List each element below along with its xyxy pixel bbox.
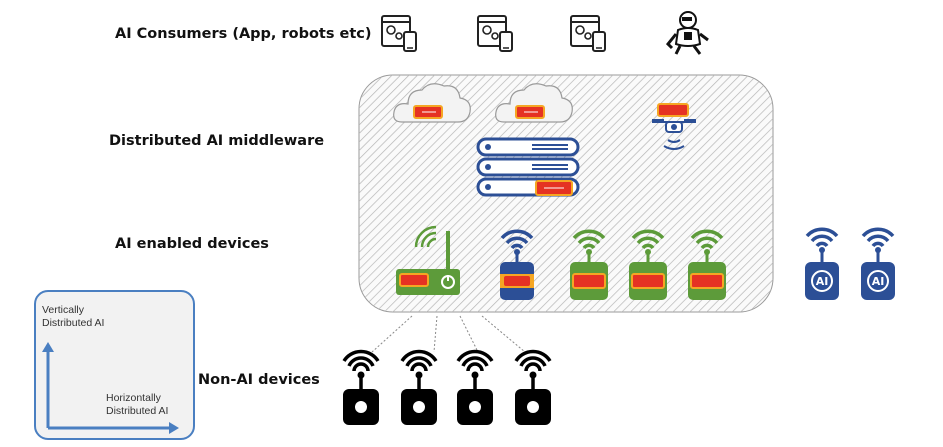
drone-icon	[652, 103, 696, 150]
ai-device-icon: AI	[857, 220, 899, 304]
enabled-devices-label: AI enabled devices	[115, 236, 269, 252]
ai-device-icon: AI	[801, 220, 843, 304]
green-sensor-icon	[570, 229, 608, 300]
middleware-label: Distributed AI middleware	[109, 133, 325, 149]
ai-badge-label: AI	[815, 275, 829, 288]
vertical-axis-label: Vertically Distributed AI	[42, 304, 104, 330]
consumers-label: AI Consumers (App, robots etc)	[115, 26, 372, 42]
cloud-icon	[393, 83, 471, 123]
axis-arrows	[42, 342, 179, 434]
wifi-router-icon	[396, 225, 460, 295]
horizontal-axis-label-line2: Distributed AI	[106, 405, 169, 417]
sensor-icon	[400, 349, 438, 425]
app-window-icon	[381, 15, 417, 52]
horizontal-axis-label: Horizontally Distributed AI	[106, 392, 168, 418]
app-window-icon	[477, 15, 513, 52]
cloud-icon	[495, 83, 573, 123]
green-sensor-icon	[629, 229, 667, 300]
blue-sensor-icon	[500, 229, 534, 300]
sensor-icon	[456, 349, 494, 425]
app-window-icon	[570, 15, 606, 52]
robot-icon	[665, 11, 709, 55]
vertical-axis-label-line1: Vertically	[42, 304, 85, 316]
vertical-axis-label-line2: Distributed AI	[42, 317, 105, 329]
sensor-icon	[514, 349, 552, 425]
ai-badge-label: AI	[871, 275, 885, 288]
connection-lines	[371, 315, 526, 353]
non-ai-devices-label: Non-AI devices	[198, 372, 320, 388]
sensor-icon	[342, 349, 380, 425]
horizontal-axis-label-line1: Horizontally	[106, 392, 161, 404]
green-sensor-icon	[688, 229, 726, 300]
server-stack-icon	[476, 137, 580, 197]
axis-legend-box: Vertically Distributed AI Horizontally D…	[34, 290, 195, 440]
